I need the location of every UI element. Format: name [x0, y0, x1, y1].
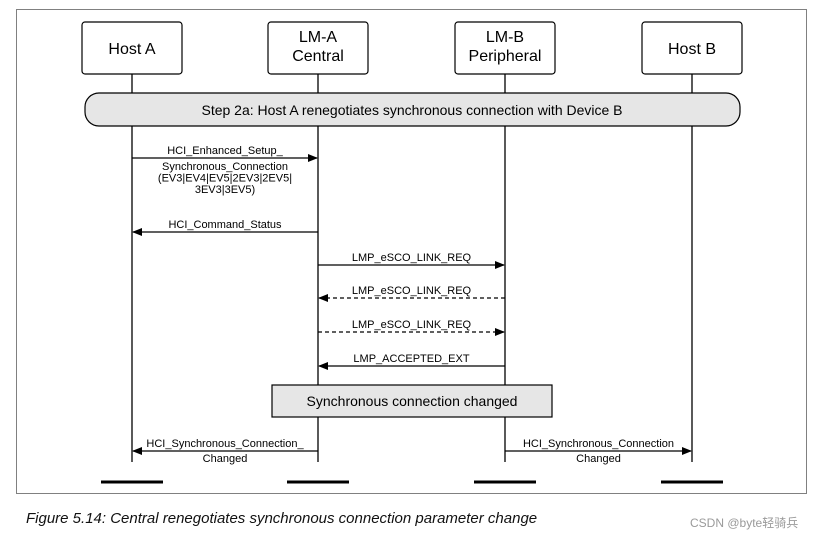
message-label-0: 3EV3|3EV5): [195, 184, 255, 196]
state-box: [271, 384, 553, 418]
message-label-4: LMP_eSCO_LINK_REQ: [352, 319, 472, 331]
participant-box-1: [267, 21, 369, 75]
message-label-1: HCI_Command_Status: [168, 219, 282, 231]
step-banner-label: Step 2a: Host A renegotiates synchronous…: [201, 102, 622, 118]
participant-box-2: [454, 21, 556, 75]
final-message-label-0: HCI_Synchronous_Connection_: [146, 438, 304, 450]
participant-label-1: Central: [292, 48, 344, 65]
message-label-2: LMP_eSCO_LINK_REQ: [352, 252, 472, 264]
sequence-diagram: Host A LM-A Central LM-B Peripheral Host B Ste…: [81, 21, 743, 484]
watermark: CSDN @byte轻骑兵: [690, 516, 799, 530]
participant-box-0: [81, 21, 183, 75]
participant-label-3: Host B: [668, 41, 716, 58]
participant-label-0: Host A: [108, 41, 155, 58]
message-label-5: LMP_ACCEPTED_EXT: [353, 353, 469, 365]
diagram-frame: [16, 9, 807, 494]
participant-box-3: [641, 21, 743, 75]
final-message-label-1: HCI_Synchronous_Connection: [523, 438, 674, 450]
message-label-0: Synchronous_Connection: [162, 161, 288, 173]
participant-label-2: LM-B: [486, 29, 524, 46]
step-banner: [84, 92, 741, 127]
participant-label-1: LM-A: [299, 29, 338, 46]
state-box-label: Synchronous connection changed: [307, 393, 518, 409]
final-message-label-1: Changed: [576, 453, 621, 465]
message-label-0: (EV3|EV4|EV5|2EV3|2EV5|: [158, 173, 292, 185]
final-message-label-0: Changed: [203, 453, 248, 465]
participant-label-2: Peripheral: [469, 48, 542, 65]
figure-caption: Figure 5.14: Central renegotiates synchr…: [26, 510, 538, 527]
message-label-0: HCI_Enhanced_Setup_: [167, 145, 283, 157]
message-label-3: LMP_eSCO_LINK_REQ: [352, 285, 472, 297]
